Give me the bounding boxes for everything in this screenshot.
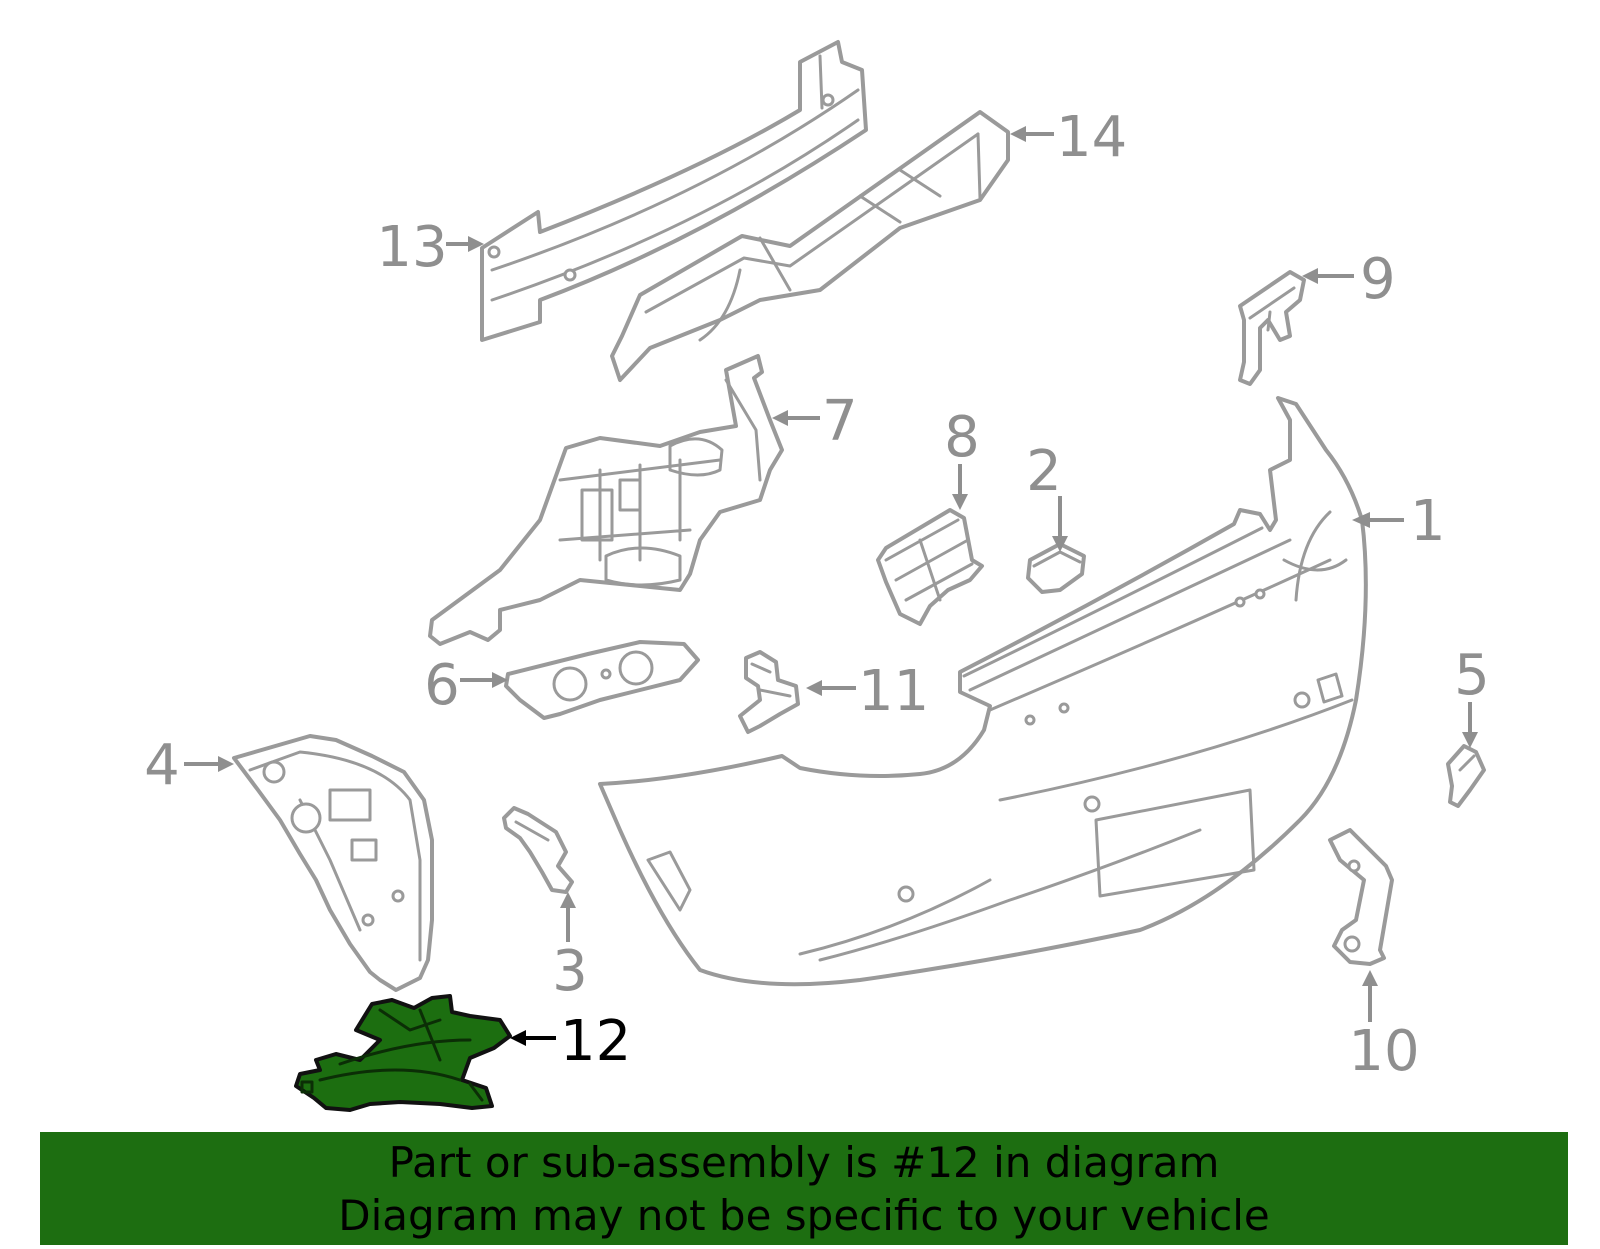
callout-10-label: 10 <box>1348 1019 1419 1084</box>
callout-3: 3 <box>552 892 588 1004</box>
callout-13: 13 <box>376 215 484 280</box>
callout-4: 4 <box>144 733 234 798</box>
callout-12-label: 12 <box>560 1009 631 1074</box>
part-14-energy-absorber <box>610 110 1010 382</box>
callout-12: 12 <box>510 1009 631 1074</box>
callout-2-label: 2 <box>1026 439 1062 504</box>
callout-14-label: 14 <box>1056 105 1127 170</box>
callout-5-label: 5 <box>1454 643 1490 708</box>
callout-8: 8 <box>944 405 980 510</box>
part-3-bracket <box>502 806 574 894</box>
part-2-cap <box>1026 542 1086 594</box>
banner-line-1: Part or sub-assembly is #12 in diagram <box>388 1138 1220 1187</box>
callout-8-label: 8 <box>944 405 980 470</box>
callout-9-label: 9 <box>1360 247 1396 312</box>
callout-5: 5 <box>1454 643 1490 748</box>
callout-10: 10 <box>1348 970 1420 1084</box>
part-4-side-bracket <box>232 734 434 992</box>
callout-9: 9 <box>1302 247 1396 312</box>
part-13-reinforcement-beam <box>480 40 868 342</box>
callout-1-label: 1 <box>1410 489 1446 554</box>
part-11-bracket <box>738 650 800 734</box>
part-7-side-bracket <box>428 354 784 646</box>
callout-3-label: 3 <box>552 939 588 1004</box>
callout-13-label: 13 <box>376 215 447 280</box>
callout-6: 6 <box>424 653 508 718</box>
part-9-bracket <box>1238 270 1306 386</box>
callout-11-label: 11 <box>858 659 929 724</box>
part-5-trim-piece <box>1446 744 1486 808</box>
callout-4-label: 4 <box>144 733 180 798</box>
part-6-reflector-bracket <box>504 640 700 720</box>
banner-line-2: Diagram may not be specific to your vehi… <box>338 1191 1270 1240</box>
part-12-highlighted-bracket <box>294 994 512 1112</box>
callout-1: 1 <box>1352 489 1446 554</box>
callout-11: 11 <box>806 659 929 724</box>
info-banner: Part or sub-assembly is #12 in diagram D… <box>40 1132 1568 1245</box>
callout-14: 14 <box>1010 105 1127 170</box>
callout-2: 2 <box>1026 439 1068 552</box>
callout-7-label: 7 <box>822 389 858 454</box>
callout-7: 7 <box>772 389 858 454</box>
callout-6-label: 6 <box>424 653 460 718</box>
part-8-bracket <box>876 508 984 626</box>
part-1-bumper-cover <box>598 396 1368 987</box>
part-10-bracket <box>1328 828 1394 966</box>
